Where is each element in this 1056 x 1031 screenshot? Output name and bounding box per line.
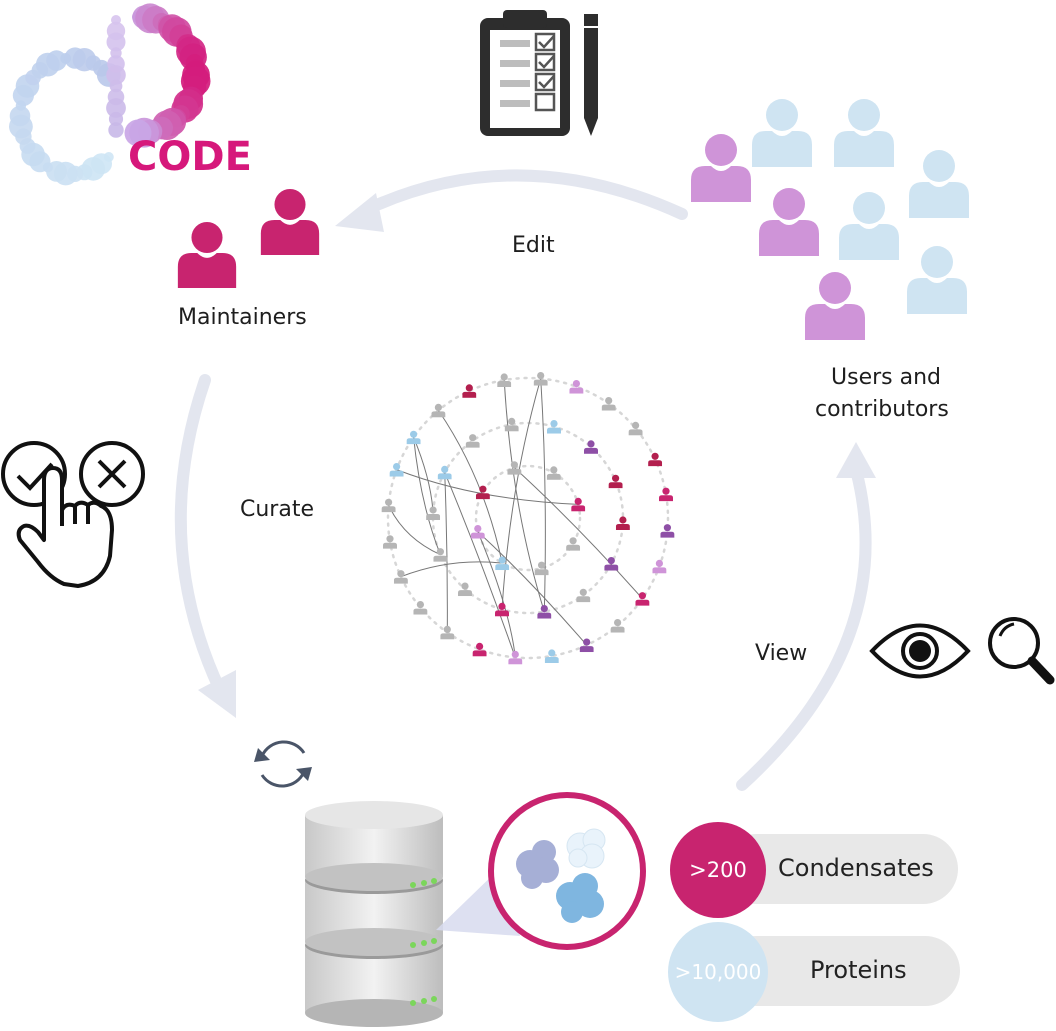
curate-arrow (174, 374, 226, 696)
network-person-node (508, 650, 523, 665)
network-person-node (465, 434, 480, 448)
network-person-node (470, 525, 485, 539)
network-person-node (615, 516, 630, 530)
magnifier-icon (988, 617, 1055, 685)
view-arrowhead (836, 442, 876, 478)
network-person-node (610, 619, 625, 633)
network-person-node (584, 440, 598, 454)
view-arrow (736, 464, 872, 791)
network-person-node (547, 420, 561, 434)
clipboard-checklist-icon (480, 10, 570, 136)
users-label-line1: Users and (831, 365, 941, 390)
network-person-node (608, 474, 623, 489)
sync-arrows-icon (254, 740, 312, 788)
users-label-line2: contributors (815, 397, 949, 422)
condensates-count-badge: >200 (670, 822, 766, 918)
network-person-node (648, 452, 663, 467)
logo-dots (9, 3, 211, 186)
network-person-node (383, 535, 397, 549)
maintainers-label: Maintainers (178, 305, 307, 330)
condensates-label: Condensates (778, 854, 934, 882)
network-person-node (659, 487, 673, 502)
network-person-node (437, 465, 452, 480)
network-person-node (546, 466, 561, 480)
network-person-node (579, 638, 594, 653)
network-person-node (601, 397, 616, 411)
users-group (691, 99, 969, 340)
edit-arrowhead (335, 193, 384, 232)
curate-arrowhead (198, 670, 236, 718)
logo-text: CODE (128, 134, 252, 180)
network-person-node (576, 588, 591, 603)
proteins-label: Proteins (810, 956, 907, 984)
network-person-node (381, 498, 396, 513)
edit-label: Edit (512, 233, 555, 258)
network-person-node (495, 556, 510, 571)
proteins-count-badge: >10,000 (668, 922, 768, 1022)
network-person-node (569, 380, 584, 394)
x-circle-icon (79, 441, 145, 507)
network-person-node (472, 642, 487, 657)
network-person-node (660, 524, 675, 538)
network-person-node (635, 592, 650, 606)
network-person-node (389, 463, 404, 477)
pencil-icon (584, 14, 598, 136)
tapping-hand-icon (16, 466, 114, 588)
network-person-node (652, 559, 667, 574)
network-person-node (413, 601, 428, 615)
database-icon (305, 801, 443, 1027)
edit-arrow (364, 169, 688, 220)
maintainers-group (177, 188, 320, 288)
network-person-node (566, 537, 581, 551)
eye-icon (869, 623, 971, 679)
view-label: View (755, 641, 808, 666)
network-icon (381, 372, 675, 665)
network-person-node (393, 570, 408, 584)
curate-label: Curate (240, 497, 314, 522)
network-person-node (462, 384, 477, 398)
network-person-node (433, 548, 448, 562)
network-person-node (426, 506, 441, 520)
network-person-node (406, 430, 421, 445)
network-person-node (533, 372, 548, 386)
condensate-zoom-circle (488, 792, 646, 950)
